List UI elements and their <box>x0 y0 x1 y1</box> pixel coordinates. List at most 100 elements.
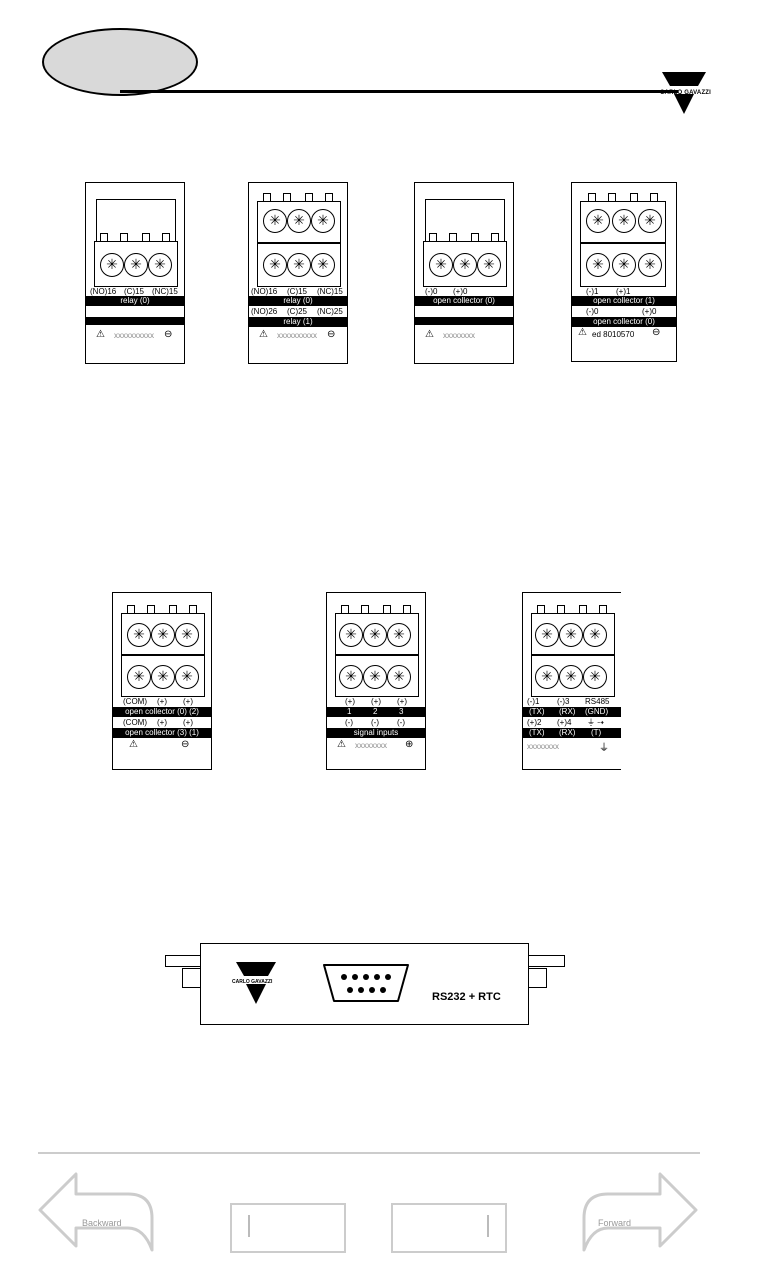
terminal-label: (-) <box>345 718 353 727</box>
db9-connector-icon <box>323 964 409 1002</box>
screw-icon: ✳ <box>387 623 411 647</box>
forward-arrow-icon <box>582 1172 698 1252</box>
input-arrow-icon: ⊕ <box>405 739 414 750</box>
warning-icon: ⚠ <box>259 329 268 340</box>
terminal-label: (NC)25 <box>317 307 343 316</box>
mounting-tab <box>527 968 547 988</box>
terminal-label: (+) <box>183 697 193 706</box>
screw-icon: ✳ <box>535 623 559 647</box>
backward-button[interactable]: Backward <box>36 1166 156 1254</box>
terminal-label: (-)1 <box>586 287 599 296</box>
forward-label: Forward <box>598 1218 632 1228</box>
screw-icon: ✳ <box>263 209 287 233</box>
screw-icon: ✳ <box>453 253 477 277</box>
warning-icon: ⚠ <box>578 327 587 338</box>
screw-icon: ✳ <box>127 623 151 647</box>
screw-icon: ✳ <box>363 623 387 647</box>
function-bar: relay (1) <box>249 317 347 327</box>
terminal-label: (+) <box>345 697 355 706</box>
product-code: xxxxxxxx <box>527 742 559 751</box>
terminal-label: (+) <box>157 718 167 727</box>
warning-icon: ⚠ <box>129 739 138 750</box>
ground-icon: ⏚ ⇢ <box>587 718 604 727</box>
screw-icon: ✳ <box>559 623 583 647</box>
function-bar: (TX) (RX) (T) <box>523 728 621 738</box>
screw-icon: ✳ <box>339 623 363 647</box>
forward-button[interactable]: Forward <box>580 1166 700 1254</box>
logo-text: CARLO GAVAZZI <box>660 90 712 96</box>
carlo-gavazzi-logo-icon <box>662 72 706 114</box>
function-bar: open collector (0) <box>415 296 513 306</box>
product-code: xxxxxxxx <box>443 331 475 340</box>
terminal-label: (+)0 <box>453 287 468 296</box>
function-bar: open collector (1) <box>572 296 676 306</box>
terminal-label: (NO)26 <box>251 307 278 316</box>
terminal-label: (C)15 <box>287 287 308 296</box>
screw-icon: ✳ <box>263 253 287 277</box>
screw-icon: ✳ <box>148 253 172 277</box>
screw-icon: ✳ <box>311 253 335 277</box>
terminal-label: (C)25 <box>287 307 308 316</box>
open-collector-module-2: ✳ ✳ ✳ ✳ ✳ ✳ (-)1 (+)1 open collector (1)… <box>571 182 677 362</box>
relay-module-1: ✳ ✳ ✳ (NO)16 (C)15 (NC)15 relay (0) ⚠ xx… <box>85 182 185 364</box>
function-bar: (TX) (RX) (GND) <box>523 707 621 717</box>
warning-icon: ⚠ <box>96 329 105 340</box>
signal-label: (TX) <box>529 728 545 737</box>
nav-button-left[interactable] <box>230 1203 346 1253</box>
screw-icon: ✳ <box>151 665 175 689</box>
nav-tick <box>248 1215 250 1237</box>
screw-icon: ✳ <box>638 209 662 233</box>
header-oval <box>42 28 198 96</box>
function-bar: 1 2 3 <box>327 707 425 717</box>
terminal-label: (NC)15 <box>317 287 343 296</box>
ground-icon: ⏚ <box>599 743 609 754</box>
plug-icon: ⊖ <box>164 329 173 340</box>
blank-bar <box>415 317 513 325</box>
nav-button-right[interactable] <box>391 1203 507 1253</box>
input-number: 2 <box>373 707 378 716</box>
screw-icon: ✳ <box>583 665 607 689</box>
screw-icon: ✳ <box>612 253 636 277</box>
screw-icon: ✳ <box>586 253 610 277</box>
mounting-tab <box>165 955 203 967</box>
plug-icon: ⊖ <box>652 327 661 338</box>
screw-icon: ✳ <box>363 665 387 689</box>
terminal-label: (NC)15 <box>152 287 178 296</box>
footer-rule <box>38 1152 700 1154</box>
terminal-label: (+)0 <box>642 307 657 316</box>
screw-icon: ✳ <box>638 253 662 277</box>
relay-module-2: ✳ ✳ ✳ ✳ ✳ ✳ (NO)16 (C)15 (NC)15 relay (0… <box>248 182 348 364</box>
terminal-label: (-)3 <box>557 697 570 706</box>
backward-label: Backward <box>82 1218 122 1228</box>
screw-icon: ✳ <box>311 209 335 233</box>
signal-label: (T) <box>591 728 602 737</box>
function-bar: signal inputs <box>327 728 425 738</box>
terminal-label: (-) <box>397 718 405 727</box>
input-number: 1 <box>347 707 352 716</box>
screw-icon: ✳ <box>100 253 124 277</box>
screw-icon: ✳ <box>559 665 583 689</box>
terminal-label: (C)15 <box>124 287 145 296</box>
product-code: xxxxxxxxxx <box>277 331 317 340</box>
screw-icon: ✳ <box>586 209 610 233</box>
warning-icon: ⚠ <box>425 329 434 340</box>
terminal-label: (+) <box>157 697 167 706</box>
terminal-label: (-)0 <box>586 307 599 316</box>
plug-icon: ⊖ <box>327 329 336 340</box>
terminal-label: (NO)16 <box>90 287 117 296</box>
product-code: ed 8010570 <box>592 330 635 339</box>
plug-icon: ⊖ <box>181 739 190 750</box>
screw-icon: ✳ <box>124 253 148 277</box>
screw-icon: ✳ <box>287 209 311 233</box>
terminal-label: (+) <box>397 697 407 706</box>
screw-icon: ✳ <box>175 623 199 647</box>
terminal-label: (+) <box>371 697 381 706</box>
back-arrow-icon <box>38 1172 154 1252</box>
terminal-label: (+) <box>183 718 193 727</box>
screw-icon: ✳ <box>127 665 151 689</box>
logo-text: CARLO GAVAZZI <box>232 979 273 985</box>
screw-icon: ✳ <box>477 253 501 277</box>
screw-icon: ✳ <box>429 253 453 277</box>
screw-icon: ✳ <box>151 623 175 647</box>
product-code: xxxxxxxxxx <box>114 331 154 340</box>
